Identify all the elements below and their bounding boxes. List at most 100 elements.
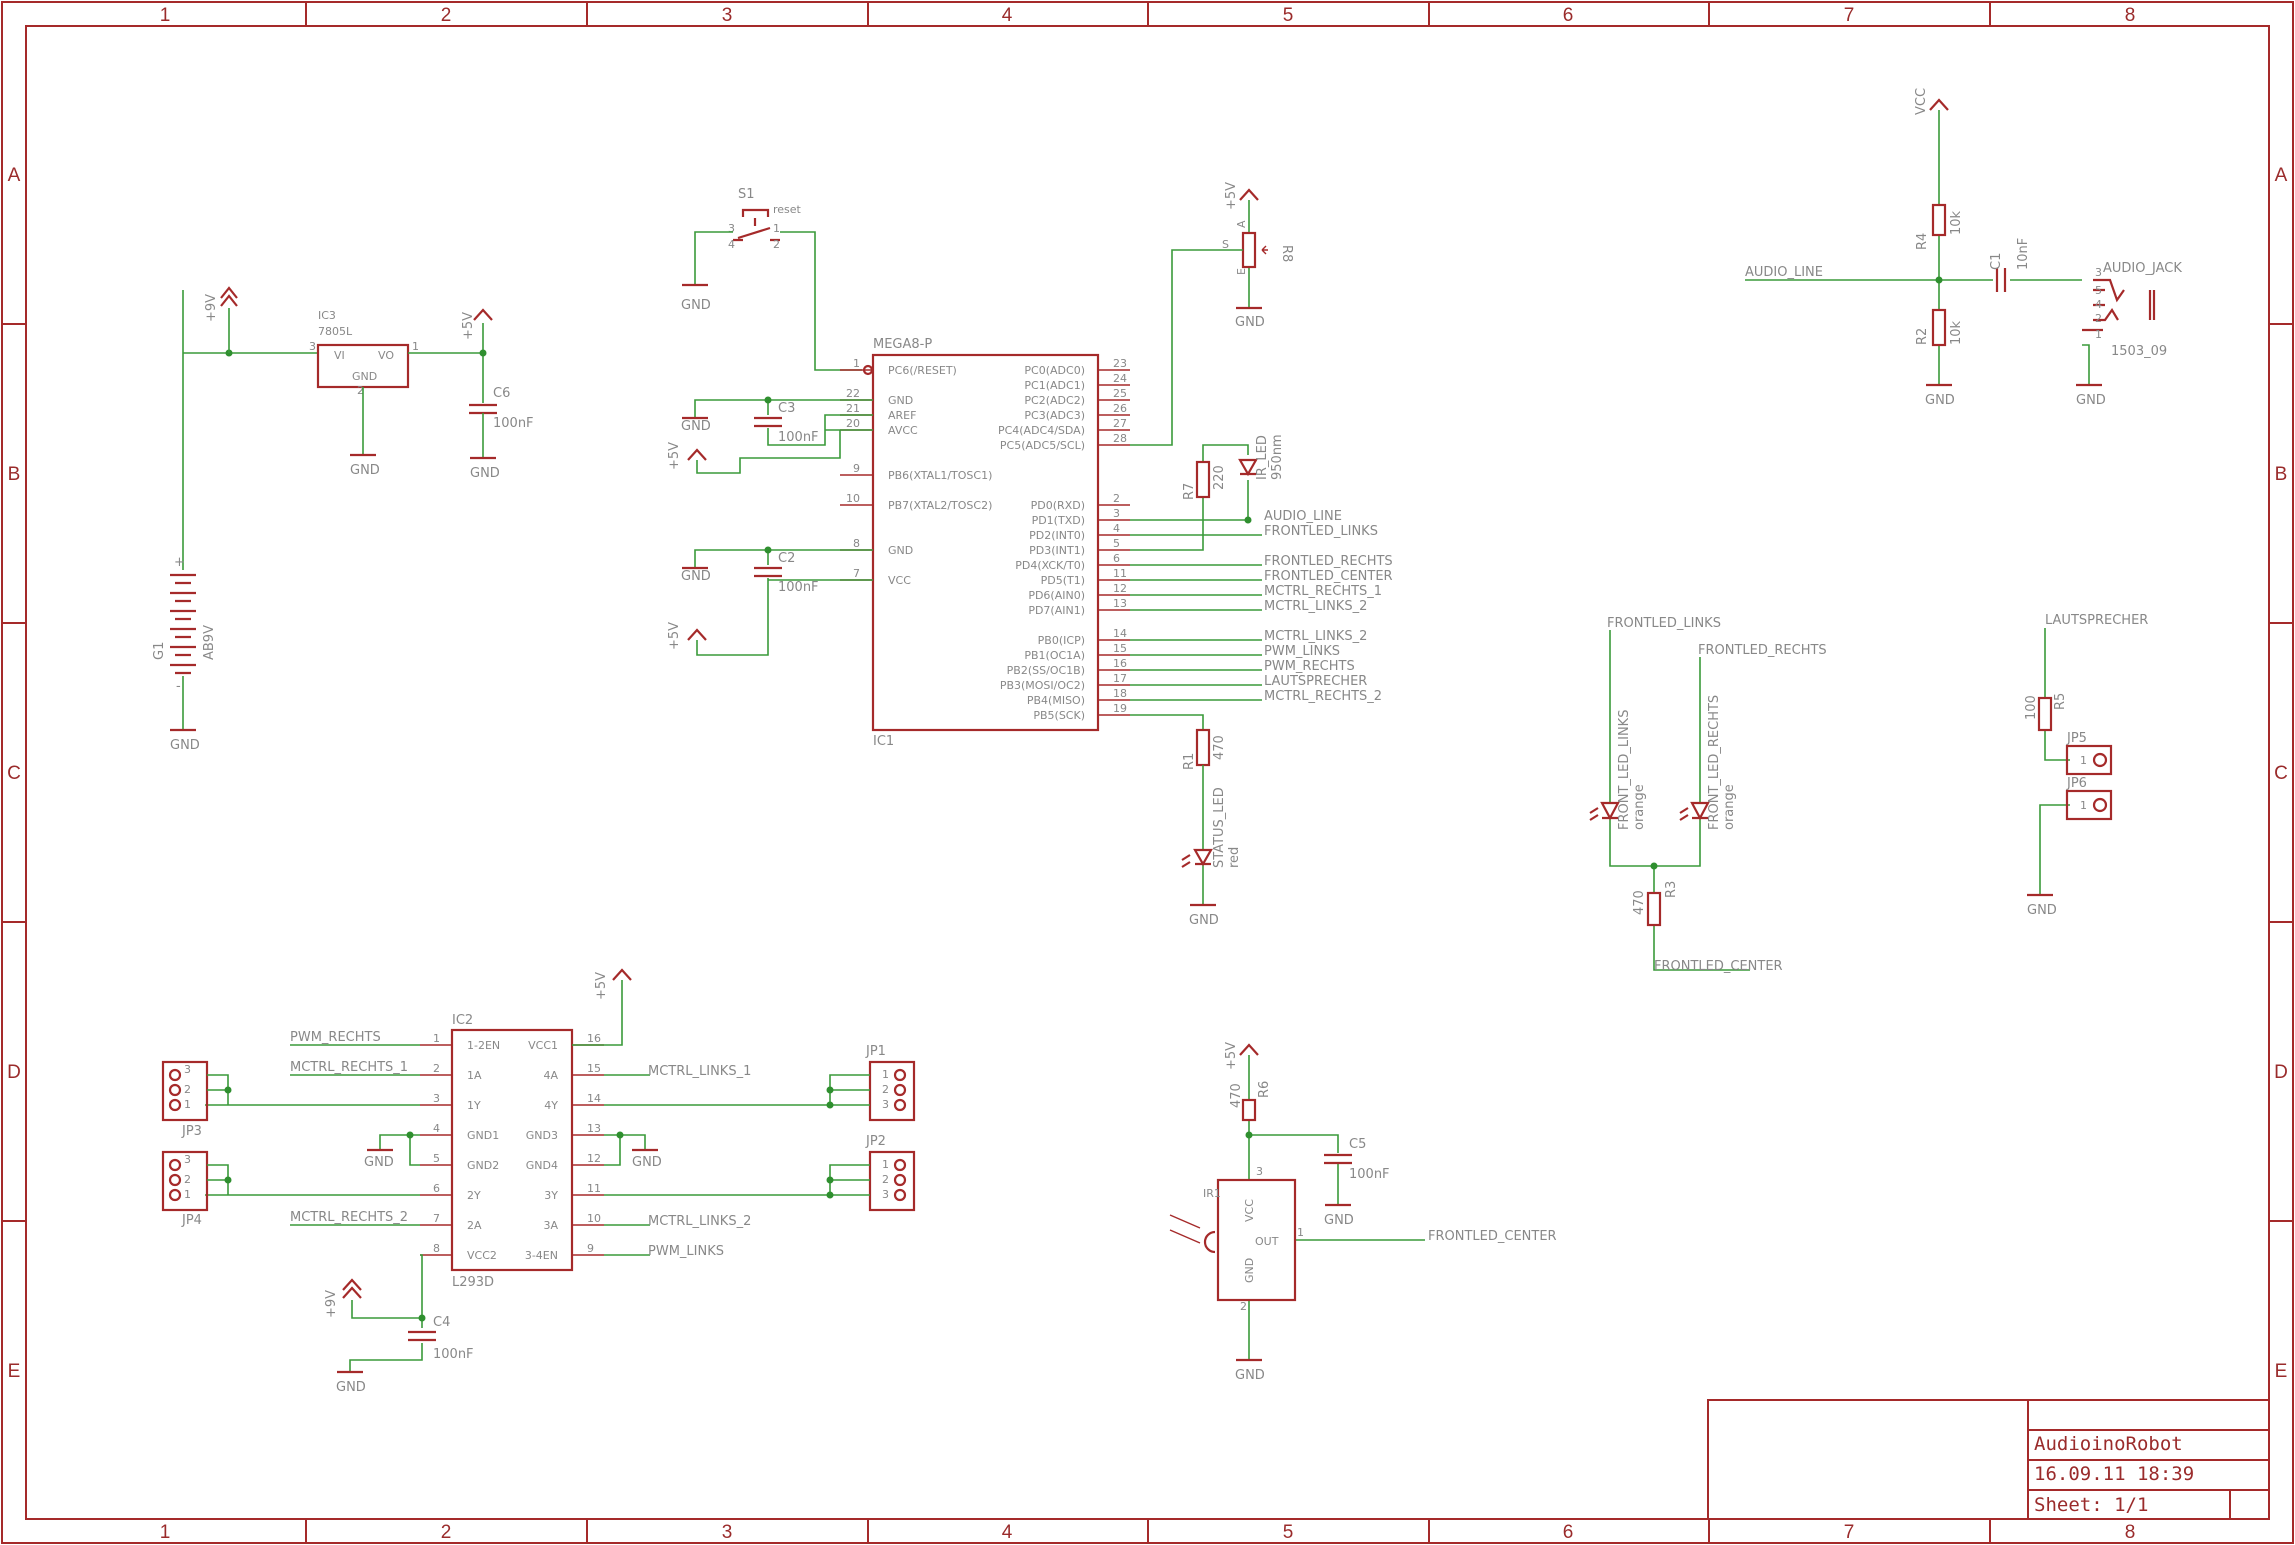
pin-name: GND4: [526, 1159, 558, 1172]
row-label: B: [8, 464, 21, 485]
jack-pin: 2: [2095, 312, 2102, 325]
pin-name: PB1(OC1A): [1024, 649, 1085, 662]
jp-pin: 3: [184, 1063, 191, 1076]
ic3-pin-vo: VO: [378, 349, 394, 362]
pin-number: 7: [853, 567, 860, 580]
net-label: PWM_LINKS: [1264, 644, 1340, 659]
pin-number: 16: [587, 1032, 601, 1045]
junction-dot: [616, 1131, 624, 1139]
jack-pin: 4: [2095, 298, 2102, 311]
supply-label-9v: +9V: [204, 294, 219, 322]
jp-pin: 3: [184, 1153, 191, 1166]
s1-pin: 1: [773, 222, 780, 235]
pin-name: 1Y: [467, 1099, 481, 1112]
pin-name: AVCC: [888, 424, 918, 437]
net-label: FRONTLED_CENTER: [1654, 959, 1783, 974]
battery-name: G1: [152, 642, 167, 660]
jack-pin: 3: [2095, 266, 2102, 279]
gnd-label: GND: [2027, 903, 2057, 918]
pin-name: 2A: [467, 1219, 482, 1232]
ic1-type: MEGA8-P: [873, 337, 932, 352]
pin-name: GND: [888, 544, 913, 557]
gnd-label: GND: [1324, 1213, 1354, 1228]
ic2-name: IC2: [452, 1013, 473, 1028]
c2-value: 100nF: [778, 580, 819, 595]
gnd-label: GND: [1925, 393, 1955, 408]
junction-dot: [764, 546, 772, 554]
pin-number: 15: [587, 1062, 601, 1075]
ir-pin-num: 2: [1240, 1300, 1247, 1313]
ic1-left-pin-group: 1PC6(/RESET)22GND21AREF20AVCC9PB6(XTAL1/…: [840, 357, 992, 587]
row-label: C: [2274, 763, 2288, 784]
junction-dot: [1650, 862, 1658, 870]
r8-name: R8: [1279, 245, 1294, 262]
junction-dot: [826, 1086, 834, 1094]
c5-name: C5: [1349, 1137, 1366, 1152]
s1-pin: 4: [728, 238, 735, 251]
column-label: 5: [1283, 1522, 1294, 1543]
battery-plus: +: [174, 555, 185, 570]
ic1-body: [871, 353, 1100, 732]
junction-dot: [406, 1131, 414, 1139]
pin-name: PC4(ADC4/SDA): [998, 424, 1085, 437]
junction-dot: [479, 349, 487, 357]
title-block: AudioinoRobot 16.09.11 18:39 Sheet: 1/1: [1707, 1399, 2270, 1520]
jp-pin: 2: [184, 1083, 191, 1096]
pin-number: 7: [433, 1212, 440, 1225]
column-label: 7: [1844, 5, 1855, 26]
pin-name: PC6(/RESET): [888, 364, 957, 377]
pin-number: 9: [587, 1242, 594, 1255]
jumper-jp2: JP2 1 2 3: [826, 1134, 916, 1212]
r1-name: R1: [1182, 753, 1197, 770]
pin-number: 4: [1113, 522, 1120, 535]
s1-pin: 3: [728, 222, 735, 235]
front-led-rechts-color: orange: [1722, 784, 1737, 830]
column-label: 2: [441, 5, 452, 26]
jp-pin: 1: [184, 1098, 191, 1111]
pin-name: PD6(AIN0): [1028, 589, 1085, 602]
column-label: 2: [441, 1522, 452, 1543]
ic2-pin: 7 2A: [420, 1212, 482, 1232]
pin-name: PD0(RXD): [1031, 499, 1085, 512]
supply-label-5v: +5V: [667, 442, 682, 470]
supply-label-5v: +5V: [1224, 1042, 1239, 1070]
c1-value: 10nF: [2016, 238, 2031, 270]
pin-name: 3A: [543, 1219, 558, 1232]
ir-receiver-name: IR1: [1203, 1187, 1221, 1200]
jp-pin: 1: [882, 1068, 889, 1081]
pin-number: 22: [846, 387, 860, 400]
c1-name: C1: [1989, 253, 2004, 270]
jumper-jp4: 3 2 1 JP4: [161, 1150, 232, 1228]
pin-name: PC1(ADC1): [1024, 379, 1085, 392]
supply-label-5v: +5V: [667, 622, 682, 650]
pin-name: PC0(ADC0): [1024, 364, 1085, 377]
pin-name: 3Y: [544, 1189, 558, 1202]
r4-value: 10k: [1949, 210, 1964, 235]
pin-name: GND1: [467, 1129, 499, 1142]
pin-name: 4Y: [544, 1099, 558, 1112]
ir-pin-vcc: VCC: [1243, 1199, 1256, 1222]
c4-value: 100nF: [433, 1347, 474, 1362]
r3-name: R3: [1664, 881, 1679, 898]
pin-name: 1A: [467, 1069, 482, 1082]
junction-dot: [418, 1314, 426, 1322]
jp-pin: 3: [882, 1188, 889, 1201]
net-label: FRONTLED_CENTER: [1428, 1229, 1557, 1244]
column-label: 1: [160, 1522, 171, 1543]
supply-label-5v: +5V: [1224, 182, 1239, 210]
row-label: D: [2274, 1062, 2288, 1083]
jp4-name: JP4: [181, 1213, 202, 1228]
